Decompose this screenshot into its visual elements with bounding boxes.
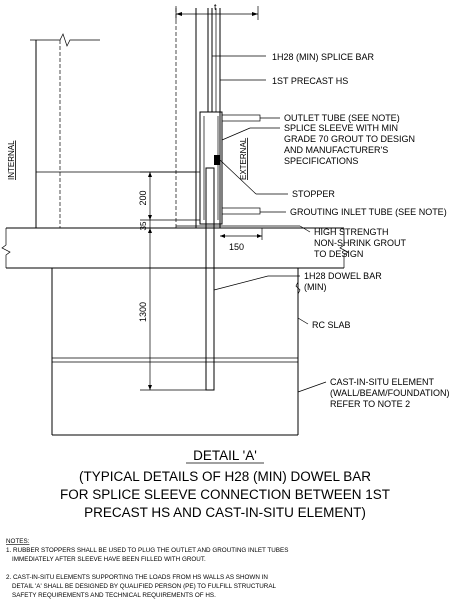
break-line: [339, 228, 349, 268]
cis-callout-2: (WALL/BEAM/FOUNDATION): [330, 388, 450, 398]
dowel-bar-callout-1: 1H28 DOWEL BAR: [304, 271, 382, 281]
note-1-line-2: IMMEDIATELY AFTER SLEEVE HAVE BEEN FILLE…: [12, 556, 206, 563]
dim-1300-label: 1300: [138, 302, 148, 322]
external-label: EXTERNAL: [239, 137, 248, 180]
internal-label: INTERNAL: [7, 140, 16, 180]
note-2-line-3: SAFETY REQUIREMENTS AND TECHNICAL REQUIR…: [12, 592, 216, 599]
grout-callout-1: HIGH STRENGTH: [314, 227, 389, 237]
dim-150-label: 150: [229, 242, 244, 252]
detail-name: DETAIL 'A': [193, 448, 257, 463]
splice-sleeve-callout-2: GRADE 70 GROUT TO DESIGN: [284, 134, 415, 144]
detail-title: DETAIL 'A' (TYPICAL DETAILS OF H28 (MIN)…: [60, 448, 390, 520]
splice-sleeve-callout-4: SPECIFICATIONS: [284, 156, 358, 166]
wall-external-face: [215, 8, 221, 228]
leader-lines: [176, 55, 327, 393]
dim-200-label: 200: [138, 190, 148, 205]
precast-hs-callout: 1ST PRECAST HS: [272, 76, 348, 86]
note-2-line-2: DETAIL 'A' SHALL BE DESIGNED BY QUALIFIE…: [12, 583, 277, 590]
splice-sleeve-callout-1: SPLICE SLEEVE WITH MIN: [284, 123, 398, 133]
grout-callout-3: TO DESIGN: [314, 249, 363, 259]
grouting-inlet-tube: [221, 207, 261, 215]
splice-sleeve-callout-3: AND MANUFACTURER'S: [284, 145, 388, 155]
dimension-t: t: [175, 2, 259, 20]
outlet-tube-callout: OUTLET TUBE (SEE NOTE): [284, 113, 400, 123]
notes: NOTES: 1. RUBBER STOPPERS SHALL BE USED …: [6, 538, 288, 599]
title-line-1: (TYPICAL DETAILS OF H28 (MIN) DOWEL BAR: [79, 469, 371, 484]
notes-heading: NOTES:: [6, 538, 30, 545]
dimension-vertical: 200 35 1300: [138, 171, 206, 391]
break-line: [1, 228, 11, 268]
break-line: [295, 281, 301, 295]
cis-callout-3: REFER TO NOTE 2: [330, 399, 410, 409]
break-line: [30, 33, 100, 47]
note-2-line-1: 2. CAST-IN-SITU ELEMENTS SUPPORTING THE …: [6, 574, 268, 581]
splice-bar: [207, 8, 213, 112]
dim-35-label: 35: [139, 221, 148, 230]
precast-wall: [30, 8, 197, 228]
rc-slab-callout: RC SLAB: [312, 320, 351, 330]
dimension-150: 150: [220, 228, 263, 252]
stopper: [214, 155, 220, 165]
dowel-bar: [205, 167, 215, 391]
title-line-3: PRECAST HS AND CAST-IN-SITU ELEMENT): [84, 505, 366, 520]
note-1-line-1: 1. RUBBER STOPPERS SHALL BE USED TO PLUG…: [6, 547, 288, 554]
grouting-inlet-callout: GROUTING INLET TUBE (SEE NOTE): [290, 207, 447, 217]
cast-in-situ-element: [51, 268, 301, 436]
dowel-bar-callout-2: (MIN): [304, 282, 327, 292]
splice-bar-callout: 1H28 (MIN) SPLICE BAR: [272, 52, 375, 62]
splice-sleeve: [199, 111, 261, 225]
title-line-2: FOR SPLICE SLEEVE CONNECTION BETWEEN 1ST: [60, 487, 390, 502]
outlet-tube: [221, 114, 261, 122]
stopper-callout: STOPPER: [292, 189, 335, 199]
rc-slab: [1, 227, 349, 269]
cis-callout-1: CAST-IN-SITU ELEMENT: [330, 377, 435, 387]
grout-callout-2: NON-SHRINK GROUT: [314, 238, 407, 248]
dim-t-label: t: [214, 2, 217, 12]
